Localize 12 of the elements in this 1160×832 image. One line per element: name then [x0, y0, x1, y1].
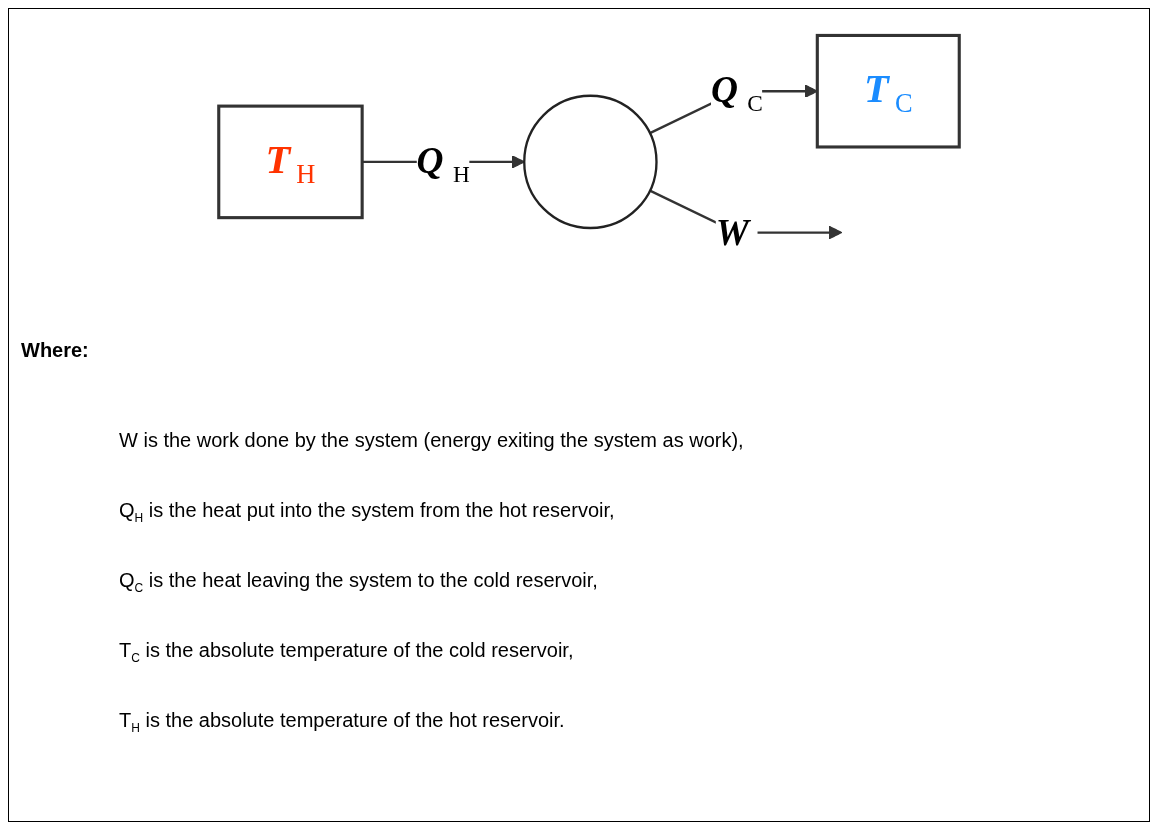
definition-text: T$_{H}$ is the absolute temperature of the hot reservoir. — [119, 709, 565, 735]
definition-text: T$_{C}$ is the absolute temperature of the cold reservoir, — [119, 639, 574, 665]
node-box: T$_{C}$ — [815, 33, 961, 149]
edge-label: Q$_{H}$ — [416, 139, 470, 187]
definition-text: Q$_{H}$ is the heat put into the system from the hot reservoir, — [119, 499, 615, 525]
definition-text: Q$_{C}$ is the heat leaving the system to the cold reservoir, — [119, 569, 598, 595]
heading: Where: — [21, 339, 89, 362]
edge-label: Q$_{C}$ — [710, 69, 763, 116]
edge-label: W — [715, 212, 749, 253]
definition-text: W is the work done by the system (energy exiting the system as work), — [119, 429, 744, 452]
node-box: T$_{H}$ — [217, 104, 364, 220]
node-circle — [523, 94, 658, 230]
